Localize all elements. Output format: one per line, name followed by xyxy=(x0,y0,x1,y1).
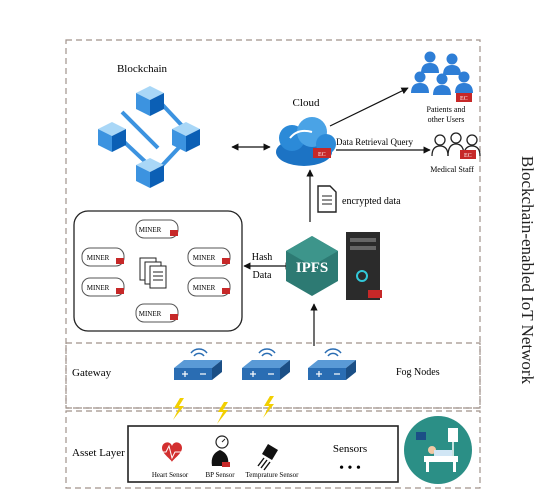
medical-staff-label: Medical Staff xyxy=(430,165,474,174)
cloud-icon xyxy=(276,117,336,166)
gateway-layer-band xyxy=(65,342,481,409)
patients-label-line2: other Users xyxy=(428,115,465,124)
svg-text:EC: EC xyxy=(464,153,472,159)
cloud-patients-arrow xyxy=(329,87,409,127)
side-title: Blockchain-enabled IoT Network xyxy=(518,156,537,385)
data-retrieval-label: Data Retrieval Query xyxy=(336,137,413,147)
block-cube-icon xyxy=(98,122,126,152)
block-cube-icon xyxy=(136,158,164,188)
document-icon xyxy=(317,185,337,213)
wireless-link-icon xyxy=(263,396,274,418)
miner-node: MINER xyxy=(81,247,125,267)
cloud-label: Cloud xyxy=(293,97,320,109)
svg-text:MINER: MINER xyxy=(139,226,162,234)
temperature-sensor-icon xyxy=(257,444,278,471)
patients-label-line1: Patients and xyxy=(427,105,466,114)
bp-sensor-icon xyxy=(211,435,230,467)
svg-text:MINER: MINER xyxy=(139,310,162,318)
cloud-ec-badge: EC xyxy=(313,148,331,158)
fog-router-icon xyxy=(241,348,291,381)
wireless-link-icon xyxy=(217,402,228,424)
bp-sensor-label: BP Sensor xyxy=(205,471,235,479)
svg-text:MINER: MINER xyxy=(87,284,110,292)
svg-text:MINER: MINER xyxy=(193,284,216,292)
svg-text:EC: EC xyxy=(318,152,326,158)
blockchain-network xyxy=(98,86,200,188)
fog-router-icon xyxy=(173,348,223,381)
block-cube-icon xyxy=(172,122,200,152)
patients-icon xyxy=(411,51,473,95)
sensors-title: Sensors xyxy=(333,443,367,455)
svg-text:EC: EC xyxy=(460,96,468,102)
gateway-label: Gateway xyxy=(72,367,112,379)
patients-ec-badge: EC xyxy=(456,93,472,102)
svg-text:MINER: MINER xyxy=(87,254,110,262)
svg-text:IPFS: IPFS xyxy=(296,260,329,276)
block-cube-icon xyxy=(136,86,164,116)
miner-nodes: MINER MINER MINER MINER MINER MINER xyxy=(81,219,231,323)
fog-nodes-label: Fog Nodes xyxy=(396,367,440,378)
miner-node: MINER xyxy=(81,277,125,297)
ledger-documents-icon xyxy=(139,257,167,289)
miner-node: MINER xyxy=(187,247,231,267)
server-icon xyxy=(346,232,382,300)
encrypted-data-label: encrypted data xyxy=(342,196,401,207)
network-boundary xyxy=(65,39,481,409)
fog-router-icon xyxy=(307,348,357,381)
svg-text:MINER: MINER xyxy=(193,254,216,262)
asset-layer-label: Asset Layer xyxy=(72,447,125,459)
data-label: Data xyxy=(253,270,272,281)
miner-node: MINER xyxy=(135,219,179,239)
staff-ec-badge: EC xyxy=(460,150,476,159)
miner-node: MINER xyxy=(187,277,231,297)
hash-label: Hash xyxy=(252,252,273,263)
wireless-link-icon xyxy=(173,398,184,420)
asset-layer-band xyxy=(65,410,481,489)
heart-sensor-label: Heart Sensor xyxy=(152,471,189,479)
sensors-ellipsis: • • • xyxy=(339,461,361,476)
heart-sensor-icon xyxy=(158,442,184,462)
miner-node: MINER xyxy=(135,303,179,323)
blockchain-title: Blockchain xyxy=(117,63,168,75)
temperature-sensor-label: Temprature Sensor xyxy=(246,471,300,479)
patient-monitor-illustration xyxy=(404,416,472,484)
ipfs-icon: IPFS xyxy=(286,236,338,296)
